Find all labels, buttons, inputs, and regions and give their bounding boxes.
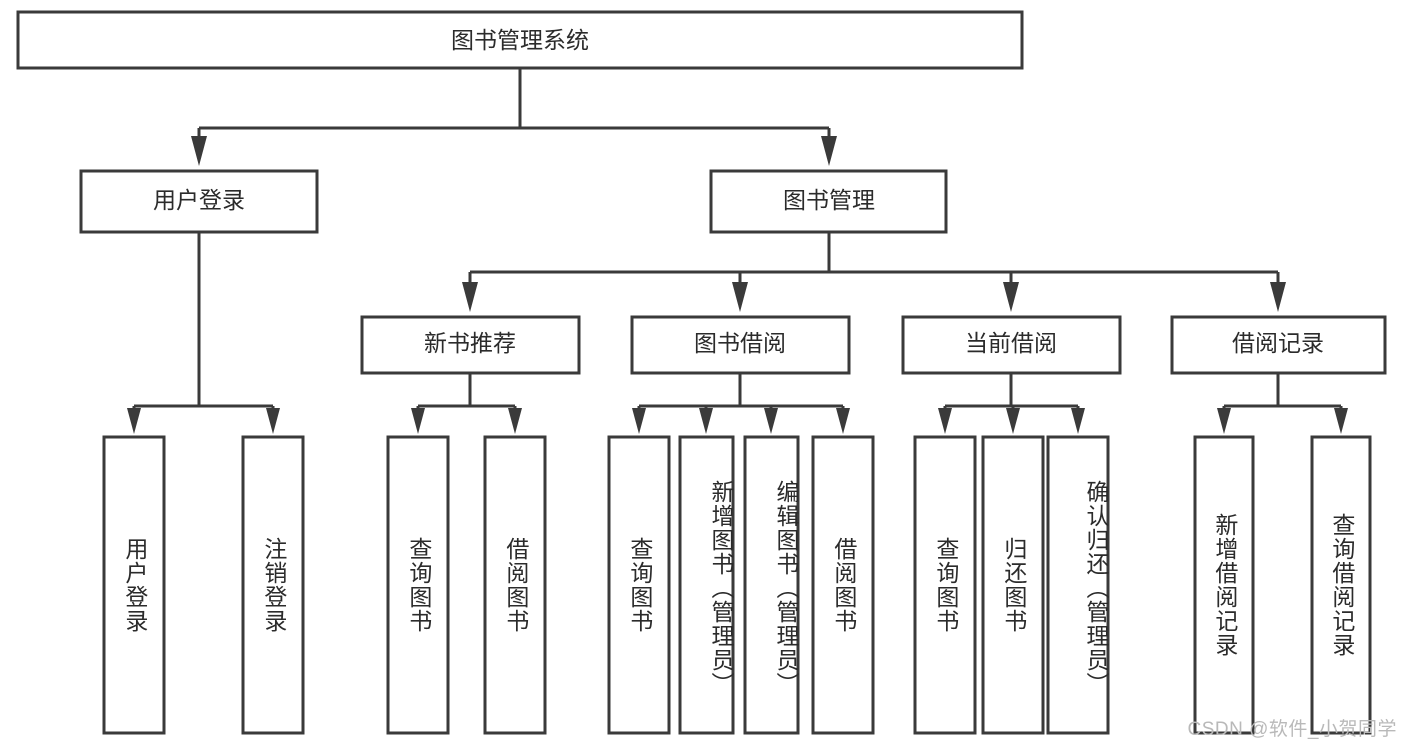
leaf-box-user-login[interactable] (102, 435, 166, 735)
node-new-book-recommend-label: 新书推荐 (424, 330, 516, 356)
leaf-box-query-book-1[interactable] (386, 435, 450, 735)
arrow-head-book-borrow (732, 282, 748, 312)
node-book-borrow[interactable]: 图书借阅 (630, 315, 851, 375)
connector-group-book-mgmt (462, 232, 1286, 312)
node-root[interactable]: 图书管理系统 (16, 10, 1024, 70)
leaf-box-borrow-book-2[interactable] (811, 435, 875, 735)
arrow-head-leaf-query-book-2 (632, 408, 646, 434)
node-user-login-box[interactable] (79, 169, 319, 234)
node-book-management[interactable]: 图书管理 (709, 169, 948, 234)
node-root-label: 图书管理系统 (451, 27, 589, 53)
node-current-borrow-box[interactable] (901, 315, 1122, 375)
arrow-head-leaf-confirm-return (1071, 408, 1085, 434)
arrow-head-leaf-add-record (1217, 408, 1231, 434)
connector-group-root (191, 68, 837, 166)
arrow-head-new-book-rec (462, 282, 478, 312)
arrow-head-current-borrow (1003, 282, 1019, 312)
node-new-book-recommend-box[interactable] (360, 315, 581, 375)
arrow-head-leaf-add-book (699, 408, 713, 434)
connector-group-borrow-record (1217, 373, 1348, 434)
leaf-box-query-book-3[interactable] (913, 435, 977, 735)
leaf-box-edit-book[interactable] (743, 435, 800, 735)
leaf-box-borrow-book-1[interactable] (483, 435, 547, 735)
node-borrow-record-label: 借阅记录 (1232, 330, 1324, 356)
arrow-head-leaf-borrow-book-2 (836, 408, 850, 434)
node-current-borrow[interactable]: 当前借阅 (901, 315, 1122, 375)
leaf-box-query-book-2[interactable] (607, 435, 671, 735)
leaf-box-query-record[interactable] (1310, 435, 1372, 735)
node-borrow-record[interactable]: 借阅记录 (1170, 315, 1387, 375)
arrow-head-leaf-query-record (1334, 408, 1348, 434)
node-book-management-label: 图书管理 (783, 187, 875, 213)
node-user-login[interactable]: 用户登录 (79, 169, 319, 234)
arrow-head-leaf-logout (266, 408, 280, 434)
connector-group-book-borrow (632, 373, 850, 434)
connector-group-new-book-rec (411, 373, 522, 434)
node-book-borrow-label: 图书借阅 (694, 330, 786, 356)
connector-group-user-login (127, 232, 280, 434)
node-book-borrow-box[interactable] (630, 315, 851, 375)
arrow-head-borrow-record (1270, 282, 1286, 312)
leaf-box-logout[interactable] (241, 435, 305, 735)
arrow-head-leaf-return-book (1006, 408, 1020, 434)
node-borrow-record-box[interactable] (1170, 315, 1387, 375)
arrow-head-user-login (191, 136, 207, 166)
node-book-management-box[interactable] (709, 169, 948, 234)
arrow-head-leaf-query-book-1 (411, 408, 425, 434)
connector-group-current-borrow (938, 373, 1085, 434)
arrow-head-leaf-borrow-book-1 (508, 408, 522, 434)
node-current-borrow-label: 当前借阅 (965, 330, 1057, 356)
leaf-box-group (102, 435, 1372, 735)
leaf-box-return-book[interactable] (981, 435, 1045, 735)
leaf-box-add-record[interactable] (1193, 435, 1255, 735)
leaf-box-confirm-return[interactable] (1046, 435, 1110, 735)
node-root-box[interactable] (16, 10, 1024, 70)
arrow-head-book-mgmt (821, 136, 837, 166)
node-new-book-recommend[interactable]: 新书推荐 (360, 315, 581, 375)
leaf-box-add-book[interactable] (678, 435, 735, 735)
node-user-login-label: 用户登录 (153, 187, 245, 213)
arrow-head-leaf-query-book-3 (938, 408, 952, 434)
arrow-head-leaf-edit-book (764, 408, 778, 434)
arrow-head-leaf-user-login (127, 408, 141, 434)
watermark-text: CSDN @软件_小贺同学 (1187, 719, 1397, 740)
